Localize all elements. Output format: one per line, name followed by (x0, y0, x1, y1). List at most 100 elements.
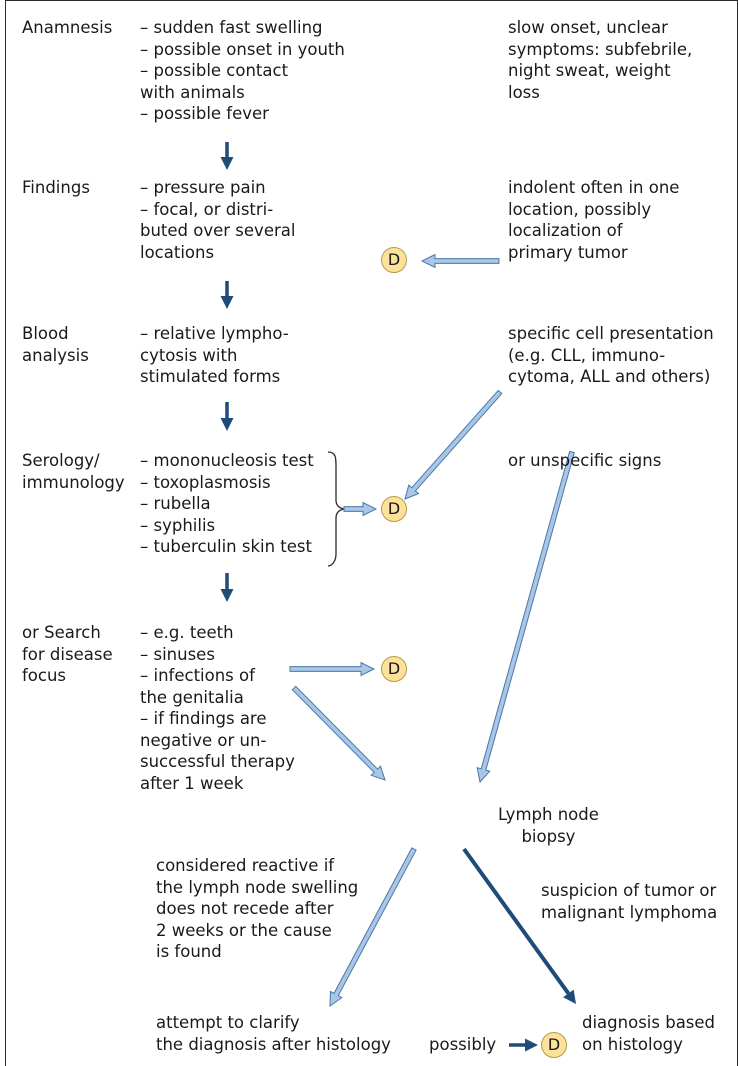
findings-right-note-line: indolent often in one (508, 178, 680, 197)
findings-items-line: – focal, or distri- (140, 199, 274, 219)
findings-label-line: Findings (22, 178, 90, 197)
search-focus-items-line: – infections of (140, 666, 255, 685)
blood-analysis-items-line: – relative lympho- (140, 324, 289, 343)
search-focus-items-line: – e.g. teeth (140, 623, 234, 642)
anamnesis-items-line: – possible contact (140, 61, 289, 80)
diagnosis-node-findings: D (381, 247, 407, 273)
findings-items-line: – pressure pain (140, 178, 266, 197)
serology-items-line: – tuberculin skin test (140, 537, 312, 556)
clarify-diagnosis-text: attempt to clarify the diagnosis after hi… (156, 1012, 391, 1055)
blood-analysis-right-note-line: cytoma, ALL and others) (508, 367, 711, 386)
blood-analysis-right-note-line: specific cell presentation (508, 324, 714, 343)
arrow-biopsy-to-clarify (329, 847, 417, 1007)
arrow-cell-presentation-to-node (404, 389, 503, 500)
findings-right-note: indolent often in one location, possibly l… (508, 177, 679, 263)
serology-right-note-line: or unspecific signs (508, 451, 662, 470)
anamnesis-right-note-line: loss (508, 82, 540, 102)
arrow-biopsy-to-histology-head (563, 989, 576, 1004)
arrow-primary-tumor-to-node (420, 253, 500, 269)
search-focus-items-line: the genitalia (140, 687, 244, 707)
diagnosis-node-histology: D (541, 1032, 567, 1058)
reactive-note-line: 2 weeks or the cause (156, 920, 332, 940)
blood-analysis-label: Blood analysis (22, 323, 89, 366)
anamnesis-items-line: – possible onset in youth (140, 39, 345, 59)
arrow-blood-to-serology-head (220, 418, 234, 431)
serology-right-note: or unspecific signs (508, 450, 661, 472)
search-focus-items: – e.g. teeth – sinuses – infections of the… (140, 622, 295, 794)
arrow-unspecific-to-biopsy (476, 450, 575, 784)
diagnosis-histology-text-line: diagnosis based (582, 1013, 716, 1032)
anamnesis-right-note-line: symptoms: subfebrile, (508, 39, 693, 59)
blood-analysis-items-line: cytosis with (140, 345, 238, 365)
serology-label: Serology/immunology (22, 450, 125, 493)
diagnosis-histology-text-line: on histology (582, 1034, 683, 1054)
findings-items-line: locations (140, 242, 215, 262)
findings-items: – pressure pain – focal, or distri- buted… (140, 177, 295, 263)
lymph-node-biopsy-line: Lymph node (498, 805, 599, 824)
reactive-note-line: does not recede after (156, 899, 334, 918)
blood-analysis-label-line: Blood (22, 324, 69, 343)
diagnosis-node-serology: D (381, 496, 407, 522)
arrow-findings-to-blood-head (220, 296, 234, 309)
serology-label-line: immunology (22, 472, 125, 492)
arrow-serology-to-search-head (220, 589, 234, 602)
arrow-infections-to-node (289, 661, 376, 677)
blood-analysis-right-note-line: (e.g. CLL, immuno- (508, 345, 666, 365)
diagnosis-node-focus: D (381, 656, 407, 682)
anamnesis-right-note-line: night sweat, weight (508, 61, 671, 80)
arrow-negative-to-biopsy (291, 685, 386, 781)
search-focus-label-line: focus (22, 666, 67, 685)
blood-analysis-items-line: stimulated forms (140, 367, 281, 386)
blood-analysis-label-line: analysis (22, 345, 89, 365)
serology-items-line: – rubella (140, 494, 211, 513)
blood-analysis-items: – relative lympho- cytosis with stimulat… (140, 323, 289, 388)
serology-brace (327, 451, 345, 567)
reactive-note-line: the lymph node swelling (156, 877, 359, 897)
tumor-suspicion-note-line: malignant lymphoma (541, 902, 718, 922)
findings-right-note-line: primary tumor (508, 242, 628, 262)
reactive-note: considered reactive if the lymph node swe… (156, 855, 358, 963)
search-focus-label: or Search for disease focus (22, 622, 113, 687)
findings-right-note-line: location, possibly (508, 199, 652, 219)
frame-top-border (5, 0, 738, 1)
arrow-anamnesis-to-findings-head (220, 157, 234, 170)
serology-label-line: Serology/ (22, 451, 100, 470)
anamnesis-label-line: Anamnesis (22, 18, 113, 37)
anamnesis-items-line: – sudden fast swelling (140, 18, 323, 37)
reactive-note-line: considered reactive if (156, 856, 335, 875)
search-focus-label-line: or Search (22, 623, 101, 642)
tumor-suspicion-note-line: suspicion of tumor or (541, 881, 717, 900)
findings-label: Findings (22, 177, 90, 199)
anamnesis-items-line: with animals (140, 82, 245, 102)
frame-left-border (5, 0, 6, 1066)
anamnesis-right-note: slow onset, unclear symptoms: subfebrile,… (508, 17, 692, 103)
possibly-text: possibly (429, 1035, 497, 1054)
anamnesis-items: – sudden fast swelling – possible onset i… (140, 17, 345, 125)
arrow-possibly-to-node-head (525, 1038, 538, 1052)
anamnesis-items-line: – possible fever (140, 104, 269, 123)
arrow-serology-to-node (343, 501, 378, 517)
clarify-diagnosis-text-line: the diagnosis after histology (156, 1034, 391, 1054)
anamnesis-right-note-line: slow onset, unclear (508, 18, 668, 37)
serology-items-line: – toxoplasmosis (140, 472, 271, 492)
lymph-node-biopsy: Lymph node biopsy (498, 804, 599, 847)
search-focus-items-line: successful therapy (140, 752, 295, 771)
search-focus-items-line: – sinuses (140, 644, 215, 664)
findings-items-line: buted over several (140, 221, 296, 240)
lymph-node-biopsy-line: biopsy (521, 826, 576, 846)
reactive-note-line: is found (156, 942, 222, 961)
clarify-diagnosis-text-line: attempt to clarify (156, 1013, 300, 1032)
findings-right-note-line: localization of (508, 221, 623, 240)
serology-items-line: – syphilis (140, 515, 216, 535)
serology-items-line: – mononucleosis test (140, 451, 314, 470)
blood-analysis-right-note: specific cell presentation (e.g. CLL, imm… (508, 323, 714, 388)
anamnesis-label: Anamnesis (22, 17, 112, 39)
search-focus-items-line: – if findings are (140, 709, 267, 728)
search-focus-items-line: after 1 week (140, 773, 244, 793)
search-focus-label-line: for disease (22, 644, 113, 664)
search-focus-items-line: negative or un- (140, 730, 267, 750)
arrow-biopsy-to-histology (462, 847, 571, 995)
tumor-suspicion-note: suspicion of tumor or malignant lymphoma (541, 880, 717, 923)
